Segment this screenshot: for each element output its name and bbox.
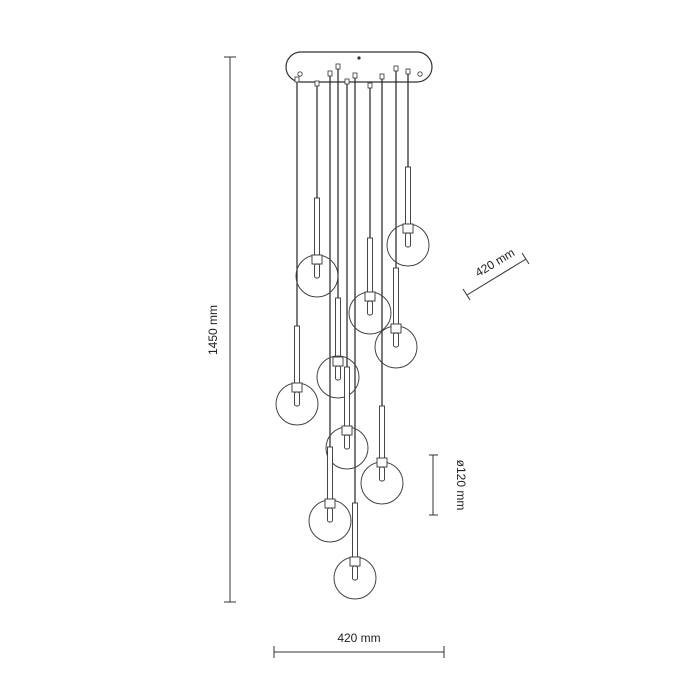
globe-pendant [316,297,360,399]
globe-pendant [360,405,404,505]
height-dimension: 1450 mm [206,56,236,603]
globe-diameter-dimension: ø120 mm [429,454,468,516]
width-dimension: 420 mm [273,631,445,658]
globe-pendant [348,237,392,335]
globe-pendant [333,502,377,600]
depth-label: 420 mm [473,245,517,279]
ceiling-canopy [285,51,433,83]
globe-pendant [325,366,369,470]
depth-dimension: 420 mm [462,245,530,301]
height-label: 1450 mm [206,305,220,355]
globe-diameter-label: ø120 mm [454,460,468,511]
globe-pendant [386,166,430,267]
globe-pendant [374,267,418,369]
globe-pendant [308,446,352,543]
globe-pendant [295,197,339,298]
globe-pendant [275,325,319,426]
cable-terminals [294,63,411,89]
width-label: 420 mm [337,631,380,645]
